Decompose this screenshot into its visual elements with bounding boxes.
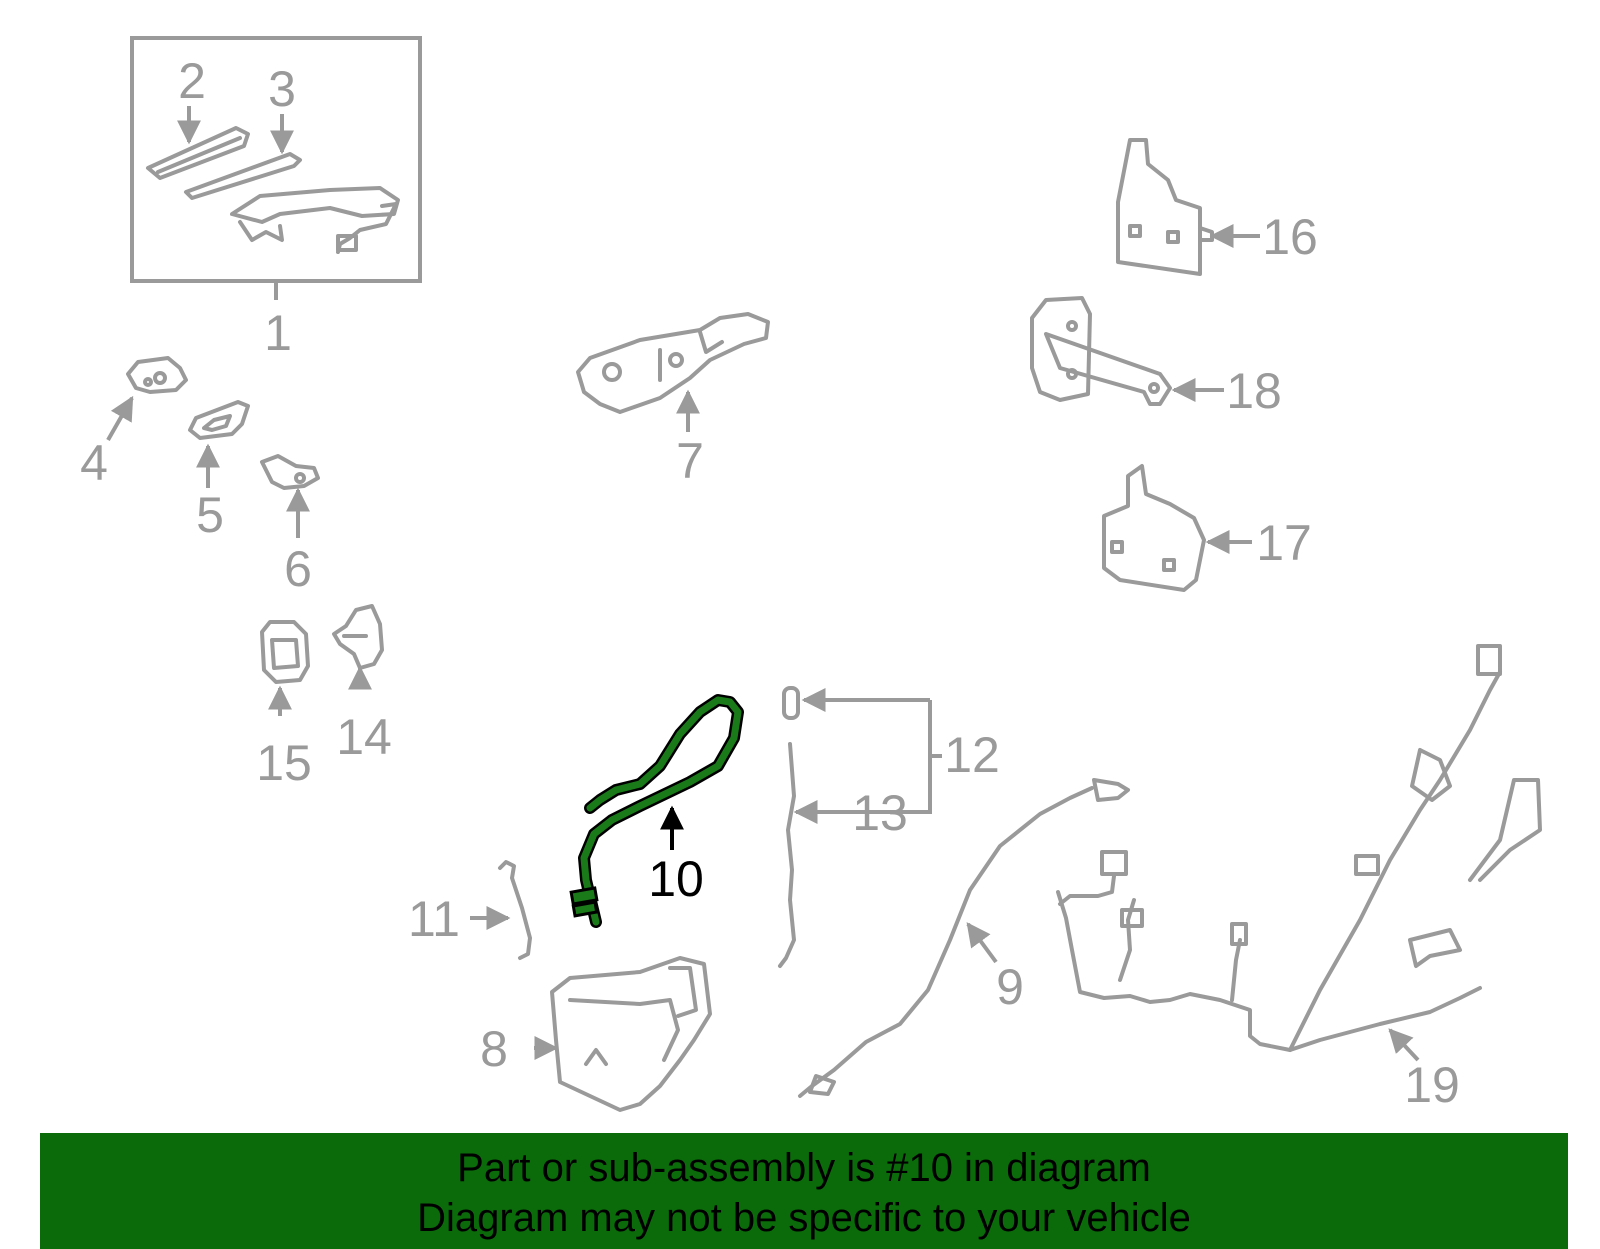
callout-14: 14 <box>336 709 392 765</box>
callout-13: 13 <box>852 785 908 841</box>
callout-6: 6 <box>284 541 312 597</box>
part-9 <box>798 778 1130 1098</box>
callout-16: 16 <box>1262 209 1318 265</box>
callout-1: 1 <box>264 305 292 361</box>
callout-7: 7 <box>676 433 704 489</box>
part-16 <box>1116 138 1214 276</box>
part-15 <box>260 620 310 684</box>
part-7 <box>576 312 770 414</box>
callout-8: 8 <box>480 1021 508 1077</box>
callout-18: 18 <box>1226 363 1282 419</box>
part-19-harness <box>1056 644 1542 1052</box>
part-13 <box>778 742 796 968</box>
callout-19: 19 <box>1404 1057 1460 1113</box>
callout-17: 17 <box>1256 515 1312 571</box>
part-8 <box>550 956 712 1112</box>
part-12 <box>782 686 800 720</box>
door-handle-assembly-box <box>130 36 422 300</box>
callout-4: 4 <box>80 435 108 491</box>
callout-15: 15 <box>256 735 312 791</box>
callout-3: 3 <box>268 61 296 117</box>
callout-12: 12 <box>944 727 1000 783</box>
part-4 <box>126 356 188 394</box>
part-10-cable <box>569 694 744 928</box>
callout-2: 2 <box>178 53 206 109</box>
part-18 <box>1030 296 1172 406</box>
part-info-banner: Part or sub-assembly is #10 in diagram D… <box>40 1133 1568 1249</box>
callout-5: 5 <box>196 487 224 543</box>
banner-line-2: Diagram may not be specific to your vehi… <box>417 1196 1191 1240</box>
banner-line-1: Part or sub-assembly is #10 in diagram <box>457 1146 1151 1190</box>
callout-10: 10 <box>648 851 704 907</box>
part-17 <box>1102 464 1206 592</box>
callout-9: 9 <box>996 959 1024 1015</box>
part-14 <box>332 604 384 670</box>
part-5 <box>188 400 250 440</box>
callout-11: 11 <box>408 891 460 947</box>
part-11 <box>498 860 532 960</box>
part-6 <box>260 454 320 490</box>
